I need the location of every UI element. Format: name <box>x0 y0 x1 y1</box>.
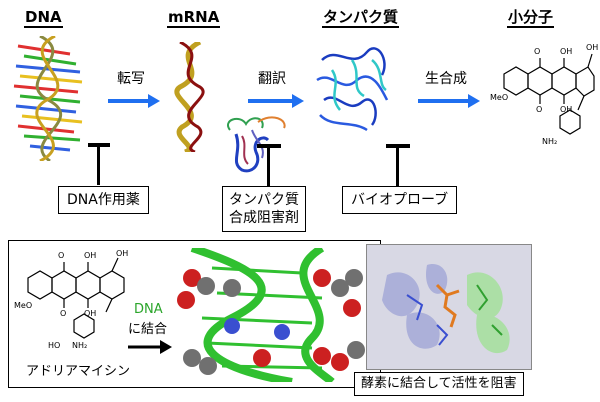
small-molecule-structure: O OH OH O OH MeO NH₂ <box>490 43 598 146</box>
mrna-helix-image <box>174 42 205 152</box>
mol-label-meo: MeO <box>490 93 508 102</box>
stage-title-mrna: mRNA <box>167 8 221 28</box>
adriamycin-label-nh2: NH₂ <box>72 341 87 350</box>
label-enzyme-caption: 酵素に結合して活性を阻害 <box>354 372 524 396</box>
inhibit-stem-protein <box>396 146 399 186</box>
arrow-translation-icon <box>248 94 304 108</box>
arrow-transcription-icon <box>108 94 160 108</box>
protein-image <box>316 47 389 132</box>
binding-text-dna: DNA <box>134 302 163 317</box>
inhibit-stem-dna <box>97 145 100 185</box>
adriamycin-label-oh-bottom: OH <box>84 309 96 318</box>
step-label-biosynthesis: 生合成 <box>425 71 467 87</box>
ribosome-image <box>227 116 286 173</box>
arrow-binding-icon <box>128 340 172 354</box>
adriamycin-label-meo: MeO <box>14 301 32 310</box>
stage-title-protein: タンパク質 <box>322 8 400 28</box>
enzyme-complex-image <box>382 264 510 354</box>
stage-title-dna: DNA <box>24 8 63 28</box>
adriamycin-label-o-top: O <box>58 251 64 260</box>
mol-label-oh-bottom: OH <box>560 105 572 114</box>
mol-label-o-top: O <box>534 47 540 56</box>
adriamycin-label-ho: HO <box>48 341 60 350</box>
arrow-biosynthesis-icon <box>418 94 480 108</box>
mol-label-oh-side: OH <box>586 43 598 52</box>
label-protein-synthesis-line1: タンパク質 <box>229 192 299 208</box>
adriamycin-label-oh-top: OH <box>84 251 96 260</box>
adriamycin-structure: O OH OH O OH MeO HO NH₂ <box>14 249 128 350</box>
mol-label-nh2: NH₂ <box>542 137 557 146</box>
label-dna-drug: DNA作用薬 <box>58 186 149 214</box>
stage-title-small-molecule: 小分子 <box>507 8 555 28</box>
step-label-transcription: 転写 <box>117 71 145 87</box>
inhibit-stem-translation <box>267 146 270 186</box>
binding-text-bind: に結合 <box>128 322 168 337</box>
step-label-translation: 翻訳 <box>258 71 286 87</box>
label-protein-synthesis-inhibitor: タンパク質 合成阻害剤 <box>222 186 306 232</box>
enzyme-inhibition-image <box>366 244 532 370</box>
dna-drug-complex-image <box>172 248 372 382</box>
dna-helix-image <box>13 36 83 161</box>
adriamycin-label-oh-side: OH <box>116 249 128 258</box>
adriamycin-label-o-bottom: O <box>60 309 66 318</box>
mol-label-o-bottom: O <box>536 105 542 114</box>
drug-name-adriamycin: アドリアマイシン <box>26 364 131 379</box>
label-bioprobe: バイオプローブ <box>342 186 458 214</box>
label-protein-synthesis-line2: 合成阻害剤 <box>229 210 299 226</box>
mol-label-oh-top: OH <box>560 47 572 56</box>
